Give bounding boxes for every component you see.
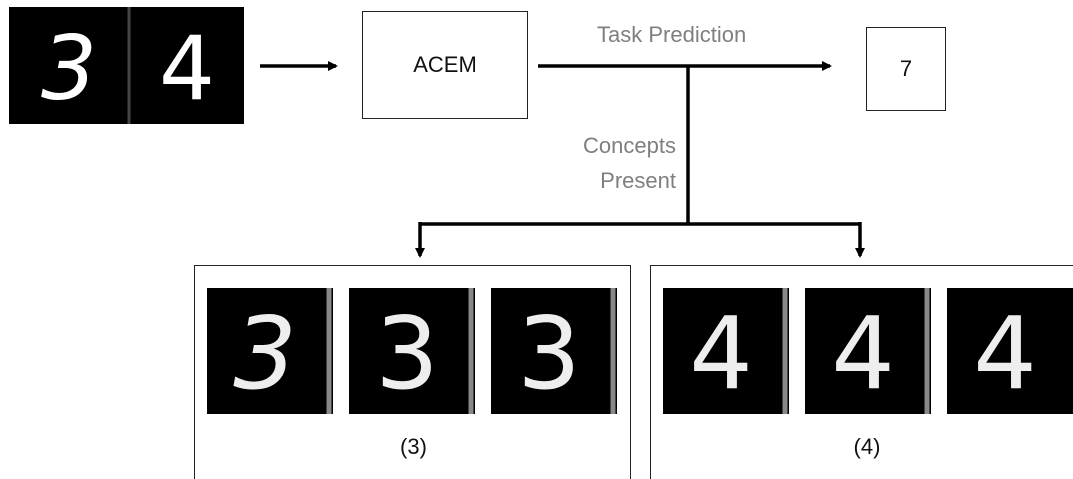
svg-text:4: 4 (973, 295, 1037, 412)
task-prediction-label: Task Prediction (597, 22, 747, 47)
concepts-present-label-line2: Present (600, 168, 676, 193)
concept-4-example-3: 4 (947, 288, 1073, 414)
concept-4-example-1: 4 (663, 288, 789, 414)
svg-text:4: 4 (689, 295, 753, 412)
svg-text:3: 3 (517, 295, 581, 412)
svg-text:3: 3 (233, 295, 297, 412)
input-digit-3: 3 (41, 17, 97, 120)
input-digit-4: 4 (159, 17, 215, 120)
concept-3-example-3: 3 (491, 288, 617, 414)
input-image: 3 4 (9, 7, 244, 124)
acem-label: ACEM (413, 52, 477, 77)
concept-3-example-2: 3 (349, 288, 475, 414)
concept-4-label: (4) (853, 434, 881, 459)
input-digits-drawing: 3 4 (41, 7, 215, 124)
concept-3-panel: 3 3 3 (3) (194, 265, 631, 479)
concept-3-label: (3) (400, 434, 427, 459)
prediction-value: 7 (899, 56, 913, 81)
concepts-present-label-line1: Concepts (583, 133, 676, 158)
acem-model-box: ACEM (362, 11, 528, 119)
prediction-box: 7 (866, 27, 946, 111)
concept-4-example-2: 4 (805, 288, 931, 414)
concept-4-panel: 4 4 4 (4) (650, 265, 1073, 479)
svg-text:3: 3 (375, 295, 439, 412)
svg-text:4: 4 (831, 295, 895, 412)
concept-3-example-1: 3 (207, 288, 333, 414)
